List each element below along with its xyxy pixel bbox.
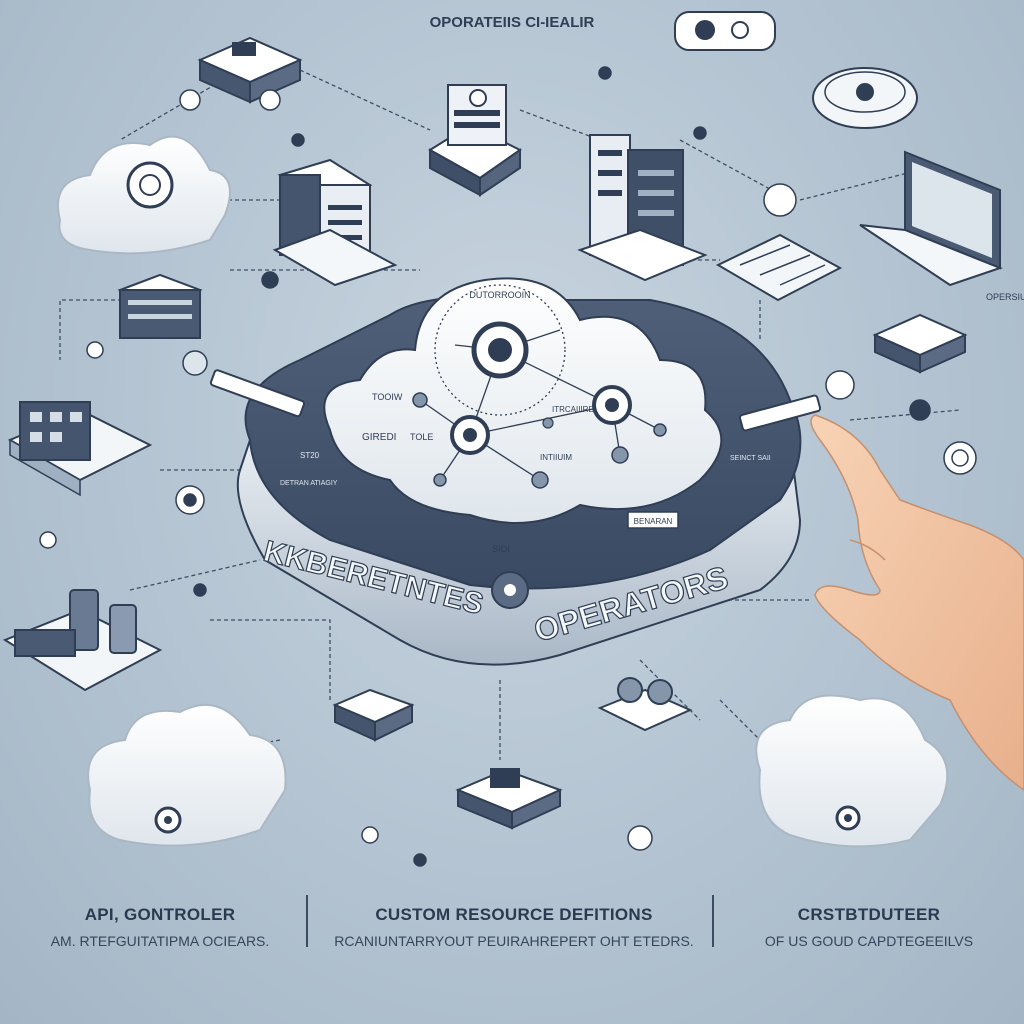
platform-label-left-a: TOOIW bbox=[372, 392, 403, 402]
platform-label-side-left-2: DETRAN ATIAGIY bbox=[280, 480, 338, 487]
server-block-left[interactable] bbox=[117, 273, 203, 339]
decorative-icons bbox=[39, 66, 977, 867]
circuit-board-icon bbox=[715, 233, 843, 302]
server-panel-right[interactable] bbox=[872, 313, 968, 374]
footer-sub-controller: OF US GOUD CAPDTEGEEILVS bbox=[764, 933, 974, 949]
footer: API, GONTROLER AM. RTEFGUITATIPMA OCIEAR… bbox=[0, 895, 1024, 975]
footer-column-crd: CUSTOM RESOURCE DEFITIONS RCANIUNTARRYOU… bbox=[318, 905, 710, 949]
side-label-right: OPERSIUITEER bbox=[986, 292, 1024, 302]
server-rack-top-center[interactable] bbox=[428, 84, 522, 197]
platform-label-left-c: TOLE bbox=[410, 432, 433, 442]
footer-sub-crd: RCANIUNTARRYOUT PEUIRAHREPERT OHT ETEDRS… bbox=[334, 933, 694, 949]
server-tower-top-right[interactable] bbox=[577, 134, 708, 282]
coin-icon-top-right bbox=[812, 67, 918, 129]
server-module-top-left[interactable] bbox=[197, 36, 303, 104]
footer-column-api: API, GONTROLER AM. RTEFGUITATIPMA OCIEAR… bbox=[20, 905, 300, 949]
data-center-building-left[interactable] bbox=[7, 401, 153, 497]
cloud-top-left bbox=[57, 135, 231, 255]
footer-heading-controller: CRSTBTDUTEER bbox=[797, 905, 941, 924]
platform-label-right-b: INTIIUIM bbox=[540, 453, 572, 462]
platform-label-side-left: ST20 bbox=[300, 451, 320, 460]
pointing-hand bbox=[810, 414, 1024, 791]
storage-cluster-bottom-left[interactable] bbox=[2, 589, 163, 692]
platform-label-left-b: GIREDI bbox=[362, 432, 396, 443]
footer-divider-1 bbox=[306, 895, 308, 947]
server-box-bottom-center[interactable] bbox=[332, 688, 415, 742]
platform-label-plate-right: BENARAN bbox=[634, 517, 673, 526]
chip-box-bottom[interactable] bbox=[455, 768, 563, 830]
platform-label-plate-bottom: SIOI bbox=[492, 544, 510, 554]
footer-heading-crd: CUSTOM RESOURCE DEFITIONS bbox=[375, 905, 653, 924]
platform-label-top: DUTORROOIN bbox=[469, 290, 530, 300]
footer-divider-2 bbox=[712, 895, 714, 947]
platform-label-side-right: SEINCT SAII bbox=[730, 455, 771, 462]
network-hub-bottom-right[interactable] bbox=[597, 677, 693, 732]
badge-icon-top bbox=[674, 11, 776, 51]
laptop-icon[interactable] bbox=[859, 150, 1003, 287]
footer-heading-api: API, GONTROLER bbox=[84, 905, 236, 924]
footer-column-controller: CRSTBTDUTEER OF US GOUD CAPDTEGEEILVS bbox=[724, 905, 1014, 949]
cloud-bottom-left bbox=[87, 703, 287, 847]
top-title: OPORATEIIS CI-IEALIR bbox=[430, 14, 595, 31]
platform-label-right-a: ITRCAIIIRD bbox=[552, 405, 594, 414]
central-platform[interactable]: DUTORROOIN TOOIW GIREDI TOLE ITRCAIIIRD … bbox=[209, 277, 822, 666]
footer-sub-api: AM. RTEFGUITATIPMA OCIEARS. bbox=[50, 933, 270, 949]
server-stack-left[interactable] bbox=[272, 158, 398, 287]
cloud-bottom-right bbox=[755, 694, 949, 848]
